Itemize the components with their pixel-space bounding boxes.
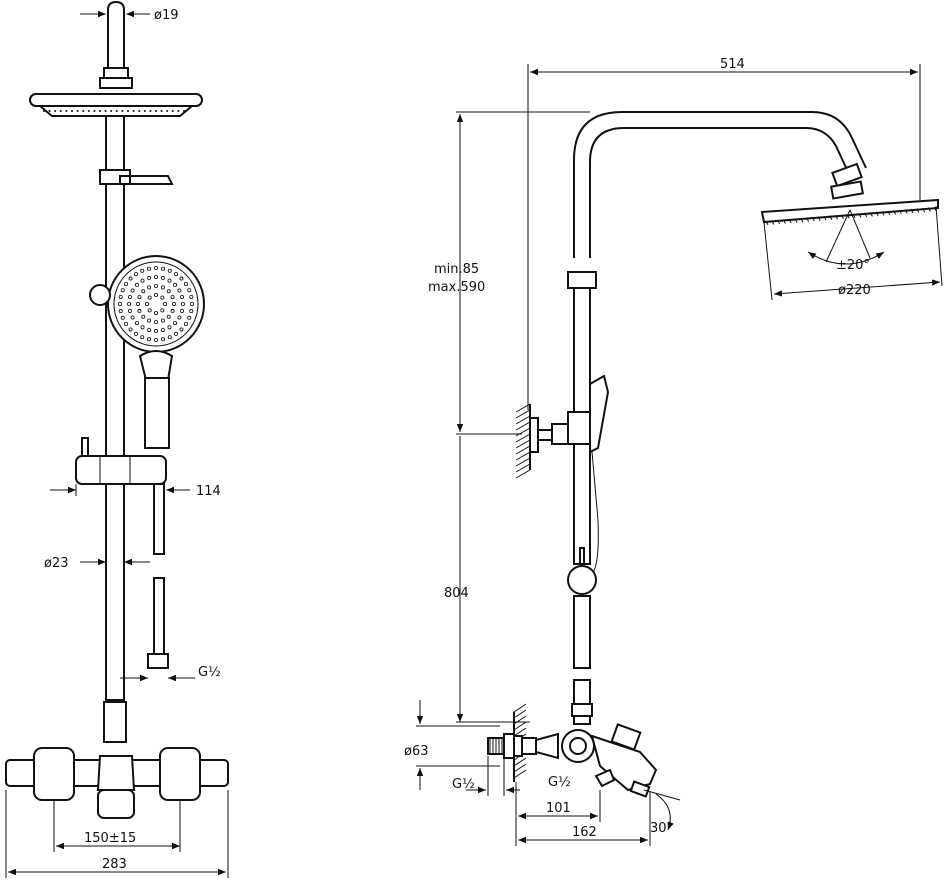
head-connector: [99, 77, 133, 89]
dim-height: 804: [444, 586, 469, 601]
dim-tilt: ±20°: [836, 258, 870, 273]
side-view: 514 ±20° ø220 min.85 max.590: [404, 57, 943, 846]
overhead-shower-head: [29, 93, 203, 117]
dim-centers: 150±15: [84, 831, 136, 846]
wall-bracket: [515, 403, 575, 479]
dim-thread-outlet: G½: [548, 775, 571, 790]
dim-thread-inlet: G½: [452, 777, 475, 792]
dim-pipe-top: ø19: [154, 8, 179, 23]
side-mixer: [561, 723, 658, 798]
dim-arm-reach: 514: [720, 57, 745, 72]
soap-shelf: [119, 175, 174, 185]
side-hand-shower: [589, 374, 610, 454]
dim-head: ø220: [838, 283, 871, 298]
dim-adjust-min: min.85: [434, 262, 479, 277]
dim-depth1: 101: [546, 801, 571, 816]
arm-clamp: [567, 271, 597, 289]
dim-depth2: 162: [572, 825, 597, 840]
front-view: ø19 114: [5, 0, 229, 878]
dim-holder: 114: [196, 484, 221, 499]
dim-width: 283: [102, 857, 127, 872]
side-riser: [573, 287, 591, 413]
shower-arm: [589, 127, 849, 258]
hand-shower: [89, 255, 205, 449]
dim-bar: ø23: [44, 556, 69, 571]
dim-thread: G½: [198, 665, 221, 680]
lower-pipe: [103, 701, 127, 743]
thermostatic-mixer: [5, 747, 229, 819]
slide-holder: [75, 437, 169, 669]
dim-adjust-max: max.590: [428, 280, 485, 295]
dim-spout-angle: 30°: [650, 821, 673, 836]
pipe-nut: [103, 67, 129, 79]
dim-inlet: ø63: [404, 744, 429, 759]
side-knob: [567, 565, 597, 595]
riser-bar-lower: [105, 469, 125, 701]
top-pipe: [107, 0, 125, 71]
